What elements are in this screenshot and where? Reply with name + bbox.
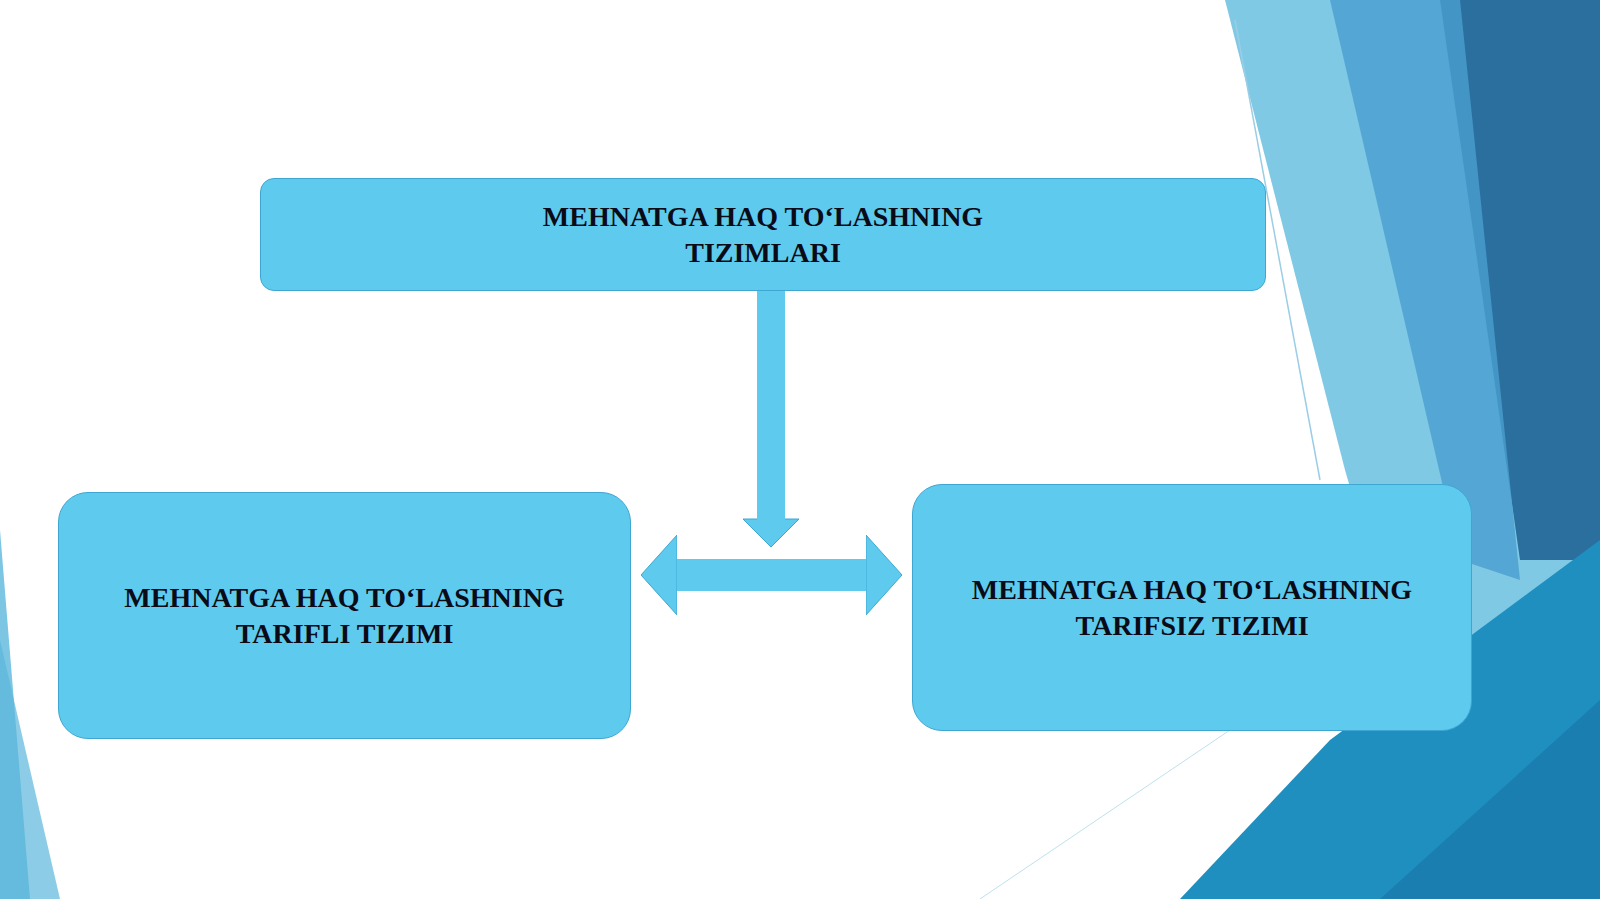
process-box: MEHNATGA HAQ TO‘LASHNING TIZIMLARI xyxy=(260,178,1266,291)
process-box: MEHNATGA HAQ TO‘LASHNING TARIFSIZ TIZIMI xyxy=(912,484,1472,731)
arrow-bar xyxy=(677,559,771,591)
box-label: MEHNATGA HAQ TO‘LASHNING TARIFSIZ TIZIMI xyxy=(942,572,1442,643)
connector-arrow xyxy=(677,291,771,575)
connector-arrow xyxy=(771,291,866,575)
arrow-bar xyxy=(771,559,866,591)
box-label: MEHNATGA HAQ TO‘LASHNING TIZIMLARI xyxy=(503,199,1023,270)
process-box: MEHNATGA HAQ TO‘LASHNING TARIFLI TIZIMI xyxy=(58,492,631,739)
decor-shape xyxy=(0,640,60,899)
decor-line xyxy=(980,730,1230,899)
arrow-head-down xyxy=(743,519,799,547)
arrow-stem xyxy=(757,291,785,520)
arrow-stem xyxy=(757,291,785,520)
box-label: MEHNATGA HAQ TO‘LASHNING TARIFLI TIZIMI xyxy=(95,580,595,651)
